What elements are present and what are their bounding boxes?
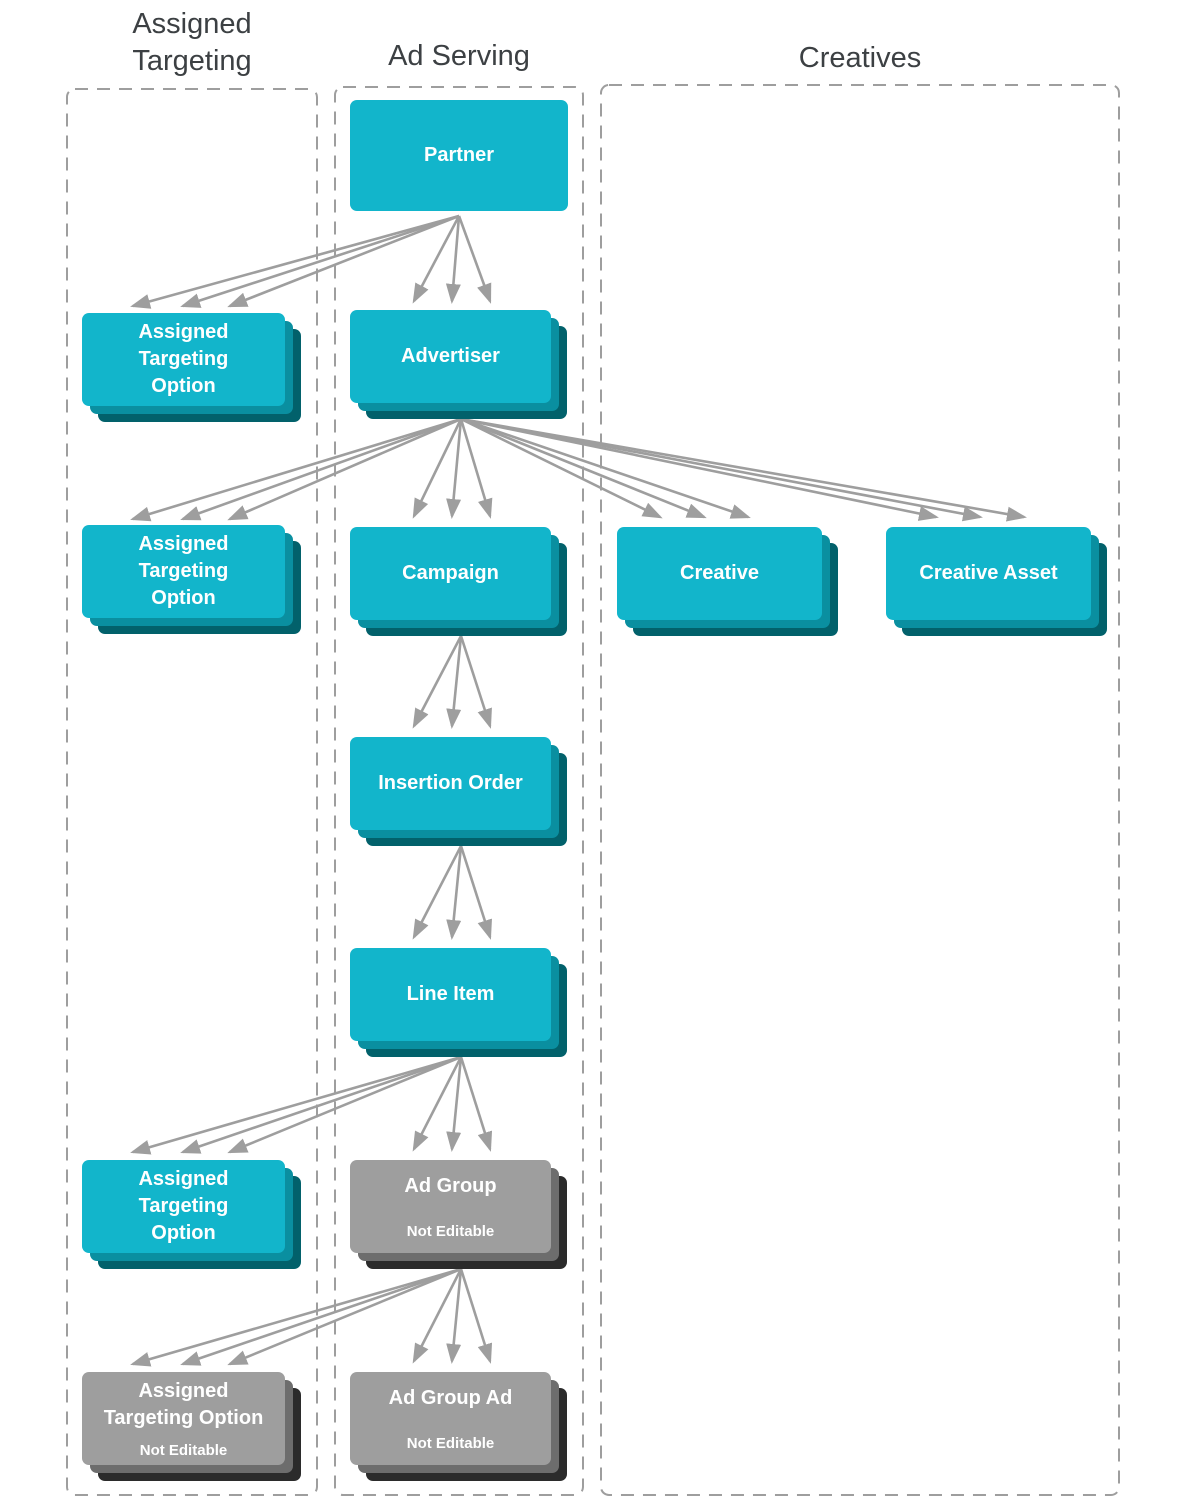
node-creative-asset: Creative Asset <box>886 527 1107 636</box>
node-face: Creative <box>617 527 822 620</box>
node-assigned-targeting-option-partner: Assigned Targeting Option <box>82 313 301 422</box>
node-face: Assigned Targeting Option <box>82 1160 285 1253</box>
edge-advertiser-to-campaign <box>412 418 493 519</box>
node-face: Assigned Targeting Option <box>82 313 285 406</box>
node-line-item: Line Item <box>350 948 567 1057</box>
node-label: Creative Asset <box>919 562 1058 584</box>
node-label: Assigned Targeting Option <box>138 321 229 397</box>
edge-ad-group-to-ato4 <box>130 1267 462 1367</box>
frame-assigned-targeting <box>66 88 318 1496</box>
node-label: Assigned Targeting Option <box>138 1168 229 1244</box>
frame-creatives <box>600 84 1120 1496</box>
node-label: Assigned Targeting Option <box>138 533 229 609</box>
node-label: Assigned Targeting Option <box>103 1379 264 1429</box>
node-ad-group: Ad Group Not Editable <box>350 1160 567 1269</box>
node-assigned-targeting-option-line-item: Assigned Targeting Option <box>82 1160 301 1269</box>
edge-campaign-to-insertion-order <box>412 635 492 729</box>
node-face: Ad Group Ad Not Editable <box>350 1372 551 1465</box>
node-campaign: Campaign <box>350 527 567 636</box>
node-face: Partner <box>350 100 568 211</box>
edge-ad-group-to-ad-group-ad <box>412 1268 493 1364</box>
node-sublabel: Not Editable <box>139 1441 228 1459</box>
node-label: Partner <box>423 144 495 166</box>
node-face: Creative Asset <box>886 527 1091 620</box>
column-header-creatives: Creatives <box>798 42 922 74</box>
edges <box>130 214 1027 1367</box>
node-label: Ad Group <box>404 1174 497 1197</box>
node-label: Creative <box>680 562 759 584</box>
column-header-assigned-targeting: Assigned Targeting <box>132 8 252 77</box>
node-face: Campaign <box>350 527 551 620</box>
column-frames <box>66 84 1120 1496</box>
column-header-ad-serving: Ad Serving <box>388 40 530 72</box>
edge-advertiser-to-ato2 <box>130 417 462 522</box>
node-label: Ad Group Ad <box>388 1386 513 1409</box>
node-ad-group-ad: Ad Group Ad Not Editable <box>350 1372 567 1481</box>
node-face: Ad Group Not Editable <box>350 1160 551 1253</box>
node-face: Assigned Targeting Option Not Editable <box>82 1372 285 1465</box>
node-label: Insertion Order <box>378 772 523 794</box>
node-sublabel: Not Editable <box>406 1222 495 1240</box>
frame-ad-serving <box>334 86 584 1496</box>
edge-line-item-to-ato3 <box>130 1055 462 1155</box>
edge-partner-to-ato1 <box>130 214 460 309</box>
edge-line-item-to-ad-group <box>412 1056 493 1152</box>
edge-insertion-order-to-line-item <box>412 845 492 940</box>
node-face: Line Item <box>350 948 551 1041</box>
node-label: Advertiser <box>401 345 500 367</box>
node-assigned-targeting-option-ad-group: Assigned Targeting Option Not Editable <box>82 1372 301 1481</box>
node-label: Line Item <box>406 983 495 1005</box>
node-sublabel: Not Editable <box>406 1434 495 1452</box>
node-face: Advertiser <box>350 310 551 403</box>
node-label: Campaign <box>402 562 499 584</box>
edge-partner-to-advertiser <box>412 215 492 304</box>
node-assigned-targeting-option-advertiser: Assigned Targeting Option <box>82 525 301 634</box>
edge-advertiser-to-creative-asset <box>460 417 1027 522</box>
node-face: Insertion Order <box>350 737 551 830</box>
edge-advertiser-to-creative <box>460 417 751 519</box>
node-creative: Creative <box>617 527 838 636</box>
node-advertiser: Advertiser <box>350 310 567 419</box>
node-face: Assigned Targeting Option <box>82 525 285 618</box>
node-partner: Partner <box>350 100 568 211</box>
node-insertion-order: Insertion Order <box>350 737 567 846</box>
